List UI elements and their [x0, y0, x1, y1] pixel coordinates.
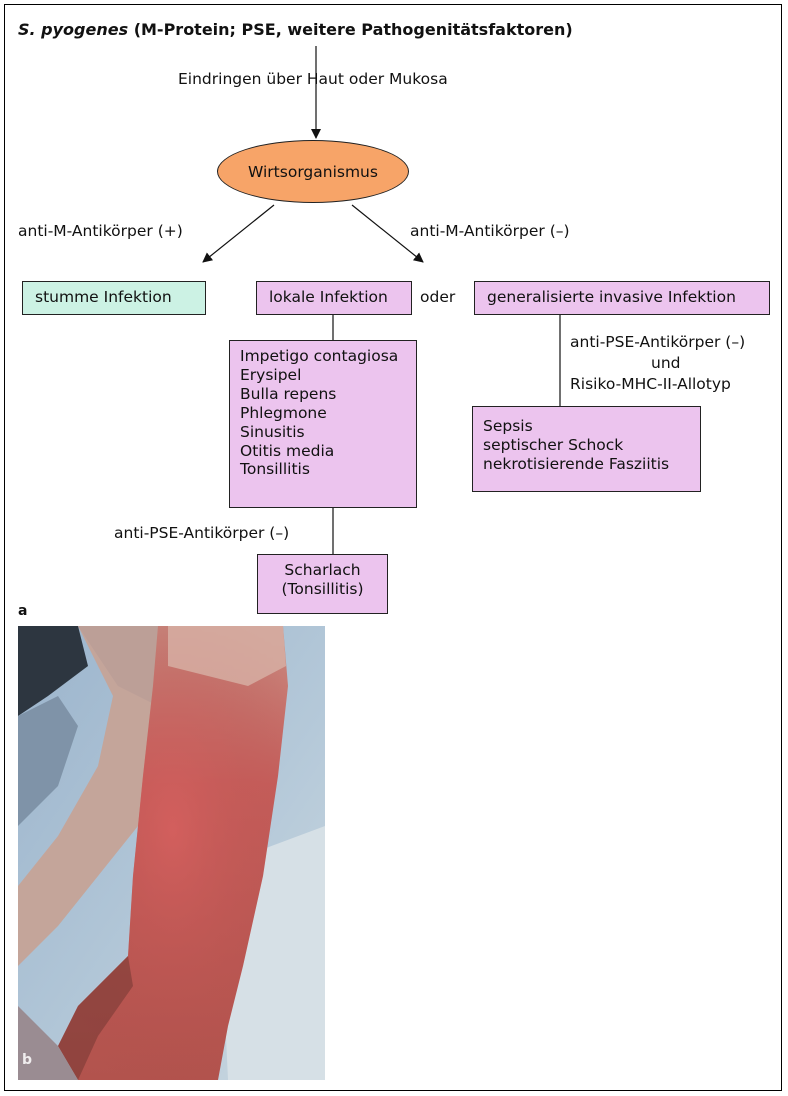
edge-label-entry: Eindringen über Haut oder Mukosa: [178, 70, 448, 89]
node-invasive-list: Sepsis septischer Schock nekrotisierende…: [472, 406, 701, 492]
node-scarlet-fever: Scharlach (Tonsillitis): [257, 554, 388, 614]
photo-arm-erythema: [18, 626, 325, 1080]
clinical-photo: [18, 626, 325, 1080]
list-item: Impetigo contagiosa: [240, 347, 416, 366]
edge-label-anti-pse-negative-right: anti-PSE-Antikörper (–): [570, 333, 745, 352]
diagram-title: S. pyogenes (M-Protein; PSE, weitere Pat…: [18, 20, 573, 39]
node-local-infection: lokale Infektion: [256, 281, 412, 315]
node-silent-infection: stumme Infektion: [22, 281, 206, 315]
list-item: Phlegmone: [240, 404, 416, 423]
list-item: septischer Schock: [483, 436, 700, 455]
panel-label-a: a: [18, 603, 27, 619]
list-item: Sepsis: [483, 417, 700, 436]
edge-label-and: und: [651, 354, 681, 373]
list-item: Sinusitis: [240, 423, 416, 442]
label-oder: oder: [420, 288, 455, 307]
edge-label-anti-m-positive: anti-M-Antikörper (+): [18, 222, 183, 241]
panel-label-b: b: [22, 1052, 32, 1068]
edge-label-anti-pse-negative-left: anti-PSE-Antikörper (–): [114, 524, 289, 543]
node-host: Wirtsorganismus: [217, 140, 409, 203]
edge-label-risk-allotype: Risiko-MHC-II-Allotyp: [570, 375, 731, 394]
list-item: Otitis media: [240, 442, 416, 461]
list-item: Bulla repens: [240, 385, 416, 404]
list-item: nekrotisierende Fasziitis: [483, 455, 700, 474]
arrow-to-silent: [203, 205, 274, 262]
node-local-list: Impetigo contagiosa Erysipel Bulla repen…: [229, 340, 417, 508]
edge-label-anti-m-negative: anti-M-Antikörper (–): [410, 222, 570, 241]
list-item: Tonsillitis: [240, 460, 416, 479]
list-item: Erysipel: [240, 366, 416, 385]
node-generalized-infection: generalisierte invasive Infektion: [474, 281, 770, 315]
